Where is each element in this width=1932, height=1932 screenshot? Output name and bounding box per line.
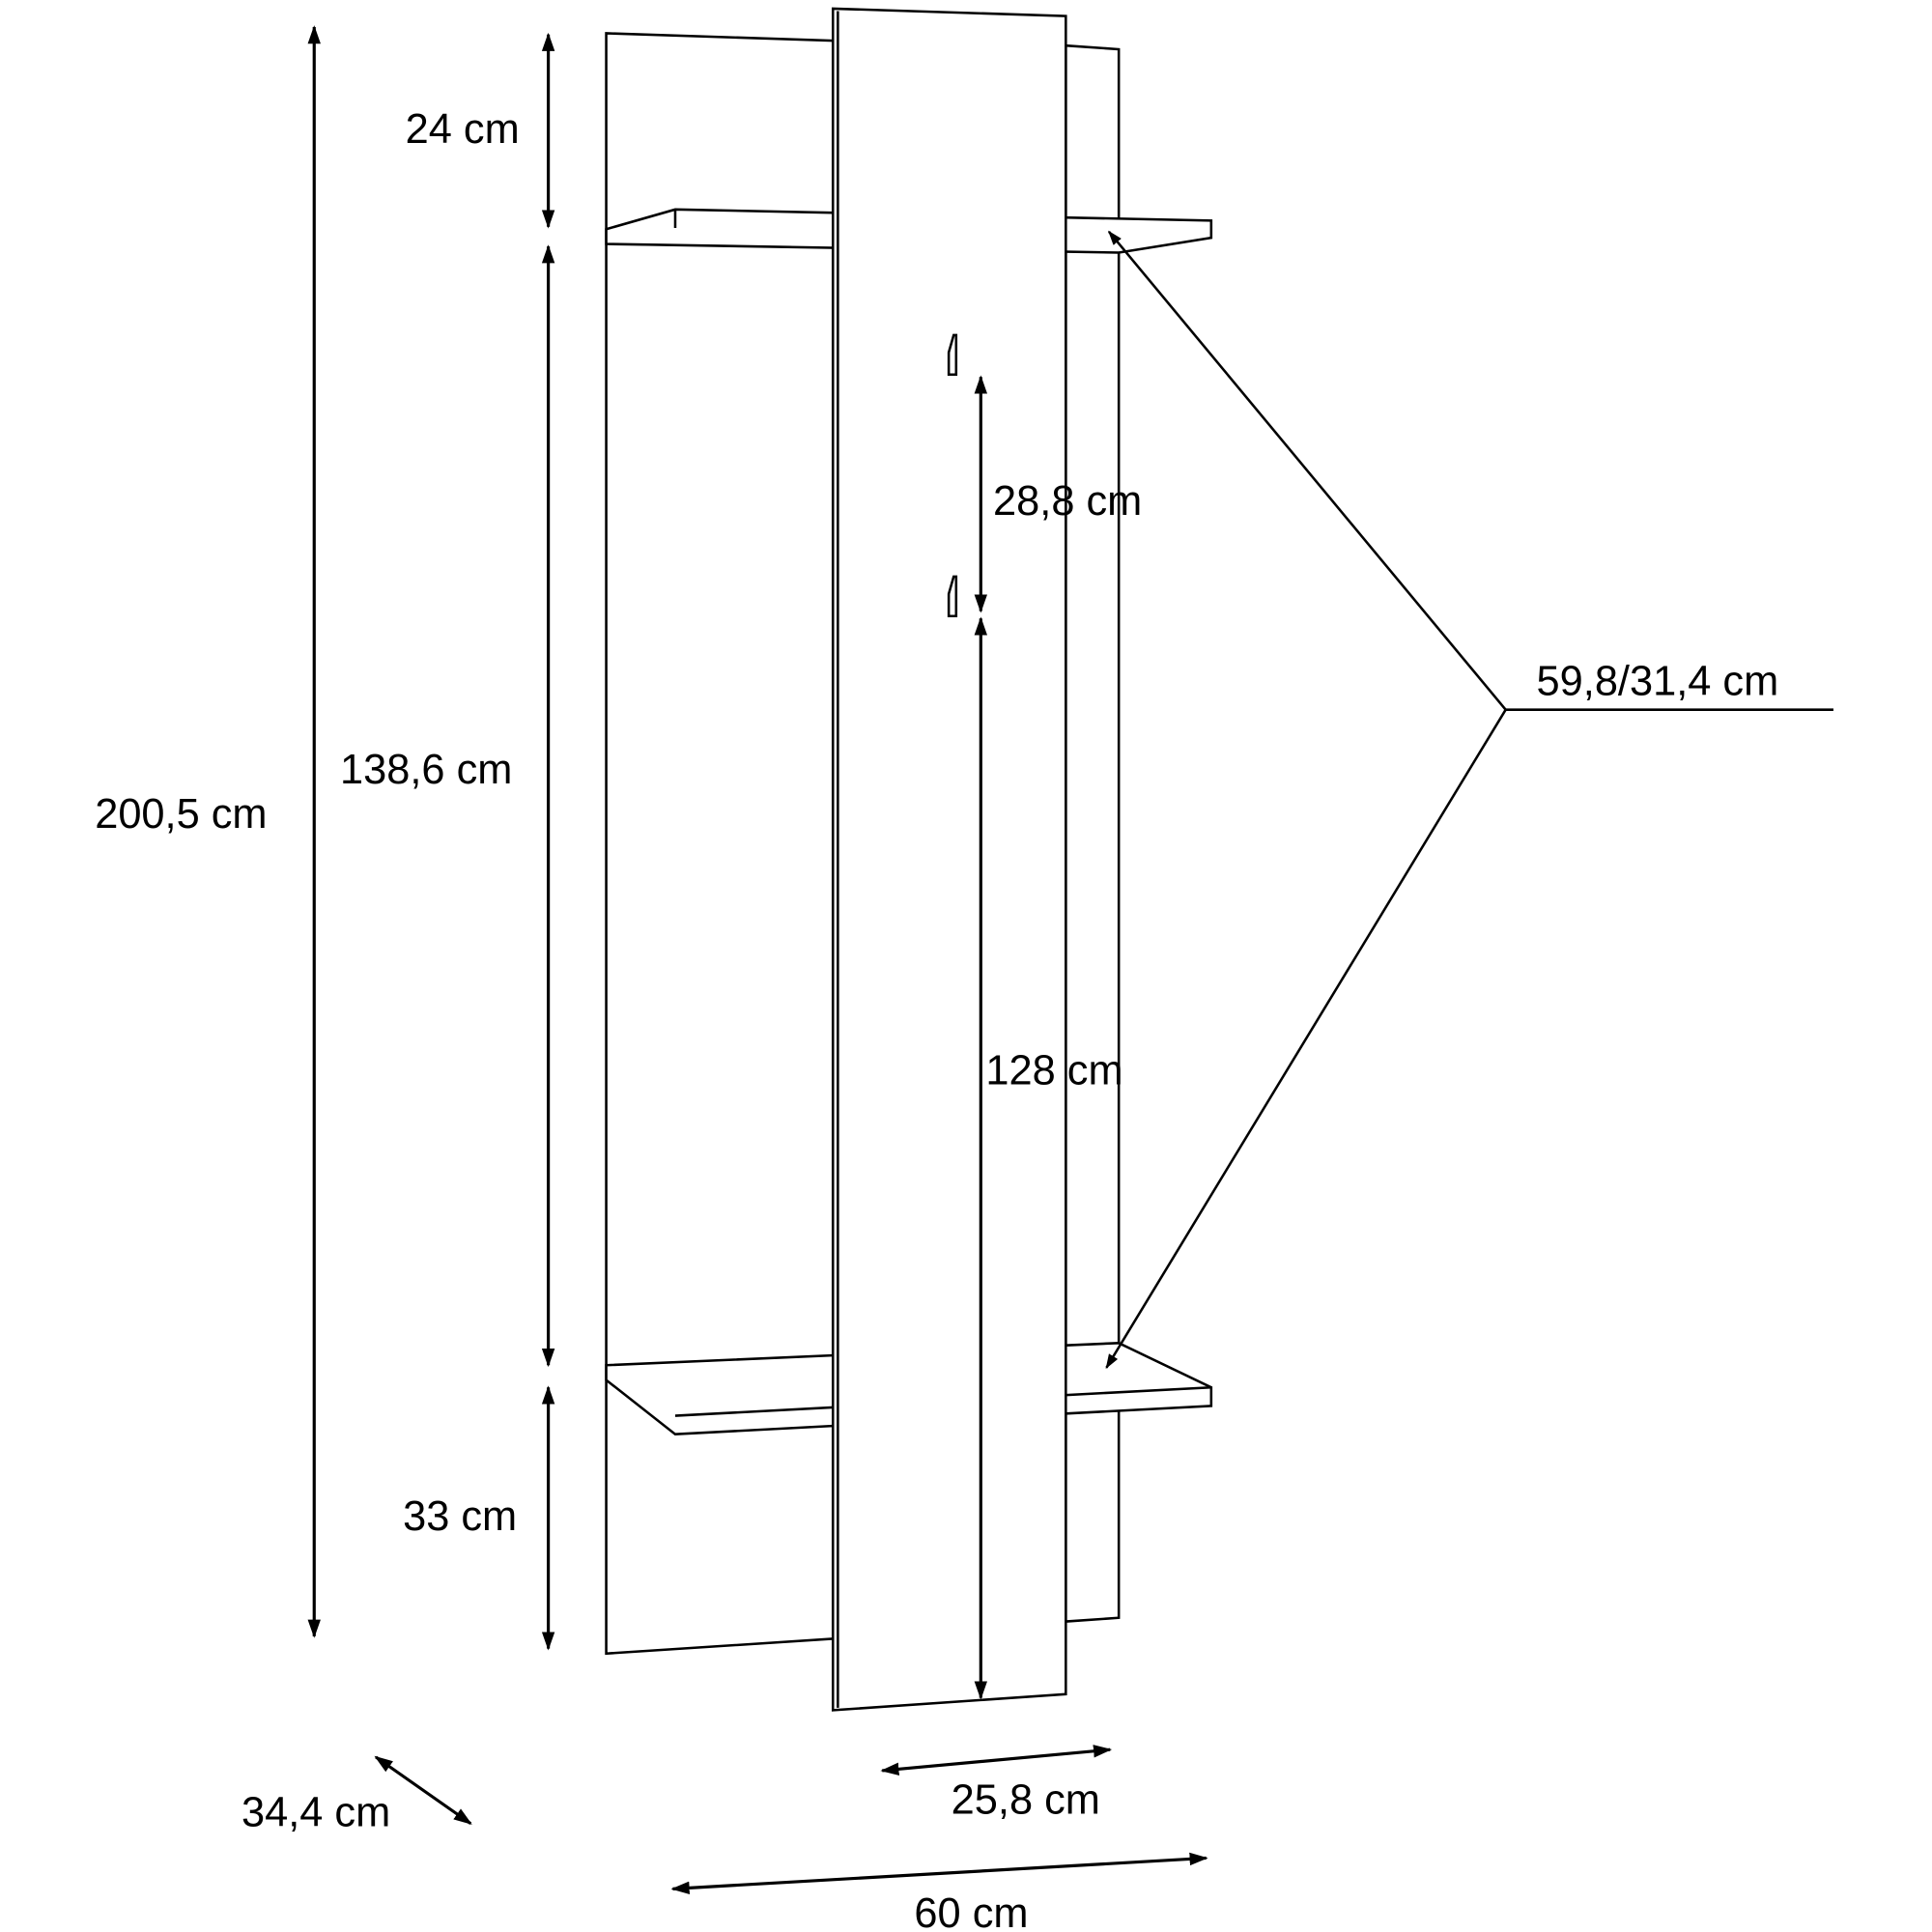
front-panel — [831, 7, 1067, 1712]
label-hook-height: 128 cm — [985, 1047, 1122, 1094]
label-depth: 34,4 cm — [242, 1789, 390, 1835]
dim-total-width — [670, 1852, 1208, 1895]
label-shelf-width: 59,8/31,4 cm — [1537, 658, 1779, 704]
dim-panel-width — [880, 1745, 1113, 1776]
label-top-gap: 24 cm — [406, 106, 520, 153]
label-bottom-gap: 33 cm — [403, 1493, 517, 1540]
label-total-height: 200,5 cm — [95, 791, 267, 838]
label-total-width: 60 cm — [914, 1890, 1028, 1932]
hook-icon — [947, 575, 958, 618]
label-middle-height: 138,6 cm — [340, 747, 512, 793]
leader-bottom-shelf — [1105, 709, 1507, 1370]
label-hook-spacing: 28,8 cm — [993, 478, 1142, 525]
leader-top-shelf — [1107, 230, 1507, 711]
hook-icon — [947, 333, 958, 377]
dim-depth — [374, 1755, 472, 1826]
label-panel-width: 25,8 cm — [952, 1777, 1100, 1824]
